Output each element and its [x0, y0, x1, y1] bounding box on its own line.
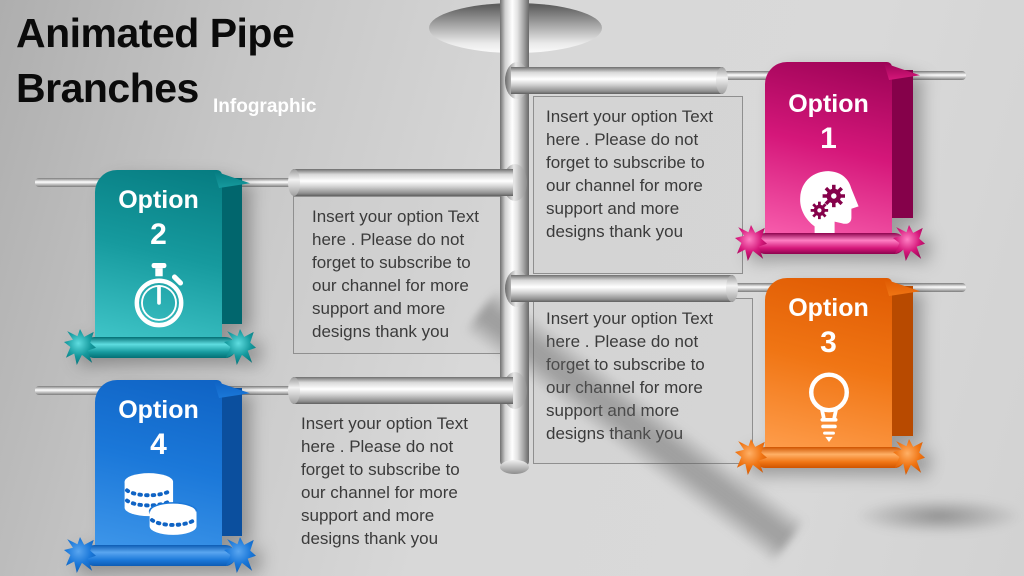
scroll-rod: [64, 537, 256, 573]
text-line: Insert your option Text: [301, 414, 468, 433]
text-line: our channel for more: [546, 376, 752, 399]
option-1-ribbon: Option 1: [765, 62, 892, 244]
option-number: 1: [820, 122, 837, 155]
text-line: forget to subscribe to: [546, 355, 705, 374]
hanger-rod-option-2: [35, 178, 297, 187]
banner-fold: [218, 178, 242, 324]
text-line: our channel for more: [312, 276, 469, 295]
scroll-rod: [64, 329, 256, 365]
floor-ellipse-shadow: [855, 498, 1023, 534]
scroll-rod: [735, 439, 925, 475]
option-2-ribbon: Option 2: [95, 170, 222, 342]
text-line: forget to subscribe to: [301, 460, 460, 479]
text-line: support and more: [546, 199, 680, 218]
banner-fold: [888, 286, 913, 436]
coins-icon: [124, 473, 197, 535]
text-line: Insert your option Text: [546, 107, 713, 126]
stopwatch-icon: [134, 262, 183, 328]
text-line: forget to subscribe to: [546, 153, 705, 172]
text-line: support and more: [546, 399, 752, 422]
hanger-rod-option-4: [35, 386, 297, 395]
text-line: designs thank you: [546, 222, 684, 241]
option-label: Option: [118, 186, 199, 214]
option-label: Option: [788, 90, 869, 118]
title-line-1: Animated Pipe: [16, 10, 295, 56]
text-line: designs thank you: [301, 529, 439, 548]
page-title: Animated Pipe Branches: [16, 6, 295, 117]
banner-fold: [888, 70, 913, 218]
rod-finial-right: [893, 439, 925, 475]
branch-pipe-left-top: [288, 169, 513, 196]
rod-finial-right: [893, 225, 925, 261]
text-line: here . Please do not: [546, 130, 699, 149]
branch-pipe-right-top: [511, 67, 728, 94]
title-line-2: Branches: [16, 65, 199, 112]
rod-finial-left: [64, 537, 96, 573]
text-line: support and more: [301, 506, 435, 525]
rod-finial-right: [224, 329, 256, 365]
text-line: here . Please do not: [312, 230, 465, 249]
option-number: 3: [820, 326, 837, 359]
text-line: Insert your option Text: [546, 309, 713, 328]
text-line: our channel for more: [546, 176, 703, 195]
text-line: designs thank you: [312, 322, 450, 341]
text-line: Insert your option Text: [312, 207, 479, 226]
text-line: here . Please do not: [301, 437, 454, 456]
text-line: here . Please do not: [546, 332, 699, 351]
branch-pipe-left-bottom: [288, 377, 513, 404]
pipe-end-cap: [288, 377, 300, 404]
branch-pipe-right-bottom: [511, 275, 738, 302]
option-3-ribbon: Option 3: [765, 278, 892, 454]
pipe-end-cap: [288, 169, 300, 196]
text-line: support and more: [312, 299, 446, 318]
lightbulb-icon: [808, 372, 849, 442]
option-4-text-block: Insert your option Text here . Please do…: [297, 404, 516, 562]
option-2-text-block: Insert your option Text here . Please do…: [293, 196, 523, 354]
text-line: designs thank you: [546, 422, 752, 445]
banner-fold: [218, 388, 242, 536]
option-number: 2: [150, 218, 167, 251]
rod-finial-left: [64, 329, 96, 365]
option-label: Option: [118, 396, 199, 424]
pipe-bottom-cap: [500, 460, 529, 474]
scroll-rod: [735, 225, 925, 261]
option-number: 4: [150, 428, 167, 461]
option-4-ribbon: Option 4: [95, 380, 222, 552]
option-1-text-block: Insert your option Text here . Please do…: [533, 96, 743, 274]
option-label: Option: [788, 294, 869, 322]
option-3-text-block: Insert your option Text here . Please do…: [533, 298, 753, 464]
hanger-rod-option-3: [728, 283, 966, 292]
head-gears-icon: [799, 171, 859, 244]
pipe-end-cap: [716, 67, 728, 94]
hanger-rod-option-1: [720, 71, 966, 80]
text-line: our channel for more: [301, 483, 458, 502]
subtitle: Infographic: [213, 96, 317, 117]
rod-finial-right: [224, 537, 256, 573]
pipe-end-cap: [726, 275, 738, 302]
text-line: forget to subscribe to: [312, 253, 471, 272]
